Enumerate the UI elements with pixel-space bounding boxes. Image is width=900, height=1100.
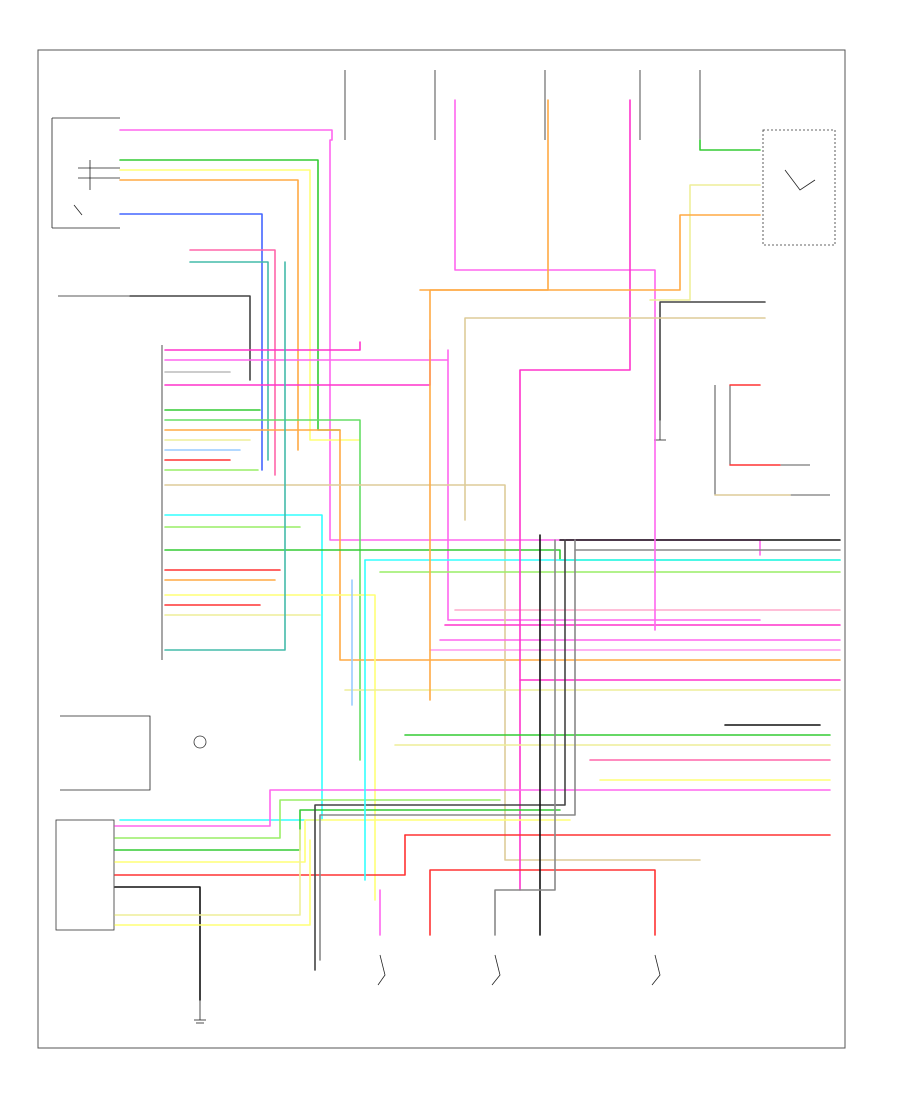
wire-teal-2 bbox=[164, 261, 286, 651]
wire-green-4 bbox=[164, 549, 841, 561]
blend-door-actuator bbox=[51, 117, 120, 229]
wire-pink-2 bbox=[189, 249, 276, 476]
wire-lightyellow-6 bbox=[114, 829, 301, 916]
blower-motor-relay bbox=[55, 819, 115, 931]
wire-teal-1 bbox=[189, 261, 269, 461]
wire-pink-1 bbox=[119, 129, 761, 556]
wire-lightgreen-5 bbox=[114, 799, 501, 839]
sunload-sensor bbox=[651, 954, 661, 986]
wire-gray-2 bbox=[319, 539, 576, 961]
wire-yellow-6 bbox=[114, 819, 571, 863]
wire-magenta-6 bbox=[519, 99, 631, 891]
pressure-switch bbox=[762, 129, 836, 246]
wires bbox=[114, 99, 841, 1001]
wire-gray-3 bbox=[494, 539, 556, 936]
wire-green-6 bbox=[114, 809, 561, 851]
wire-orange-2 bbox=[164, 429, 841, 661]
wire-yellow-3 bbox=[164, 594, 376, 901]
wire-darkgray-1 bbox=[129, 295, 251, 381]
wire-orange-5 bbox=[419, 214, 761, 291]
wire-pink-9 bbox=[114, 789, 831, 827]
wire-yellow-7 bbox=[114, 839, 311, 926]
hot-in-run-fuse-3 bbox=[639, 70, 701, 140]
wire-black-3 bbox=[114, 886, 201, 1001]
wire-tan-1 bbox=[164, 484, 701, 861]
wire-red-8 bbox=[114, 834, 406, 876]
wire-tan-2 bbox=[464, 317, 766, 521]
wire-green-3 bbox=[164, 419, 361, 761]
wire-darkgray-3 bbox=[314, 539, 566, 971]
wire-cyan-1 bbox=[119, 514, 323, 821]
ambient-temp-sensor bbox=[377, 954, 386, 986]
wire-darkgray-2 bbox=[659, 301, 766, 421]
wire-pink-3 bbox=[164, 349, 761, 621]
ground-g2 bbox=[654, 420, 666, 441]
wire-pink-7 bbox=[454, 99, 656, 631]
blower-motor bbox=[714, 385, 830, 496]
ground-g1 bbox=[194, 1000, 206, 1024]
wire-darkgreen-1 bbox=[699, 139, 761, 151]
in-car-temp-sensor bbox=[491, 954, 501, 986]
diagram-frame bbox=[37, 49, 846, 1049]
wire-blue-1 bbox=[119, 213, 263, 471]
wire-lightyellow-4 bbox=[649, 184, 761, 301]
wire-green-1 bbox=[119, 159, 341, 431]
wire-magenta-2 bbox=[164, 341, 361, 351]
wire-yellow-1 bbox=[119, 169, 361, 441]
wire-red-9 bbox=[429, 869, 656, 936]
blower-motor-switch bbox=[60, 715, 207, 791]
